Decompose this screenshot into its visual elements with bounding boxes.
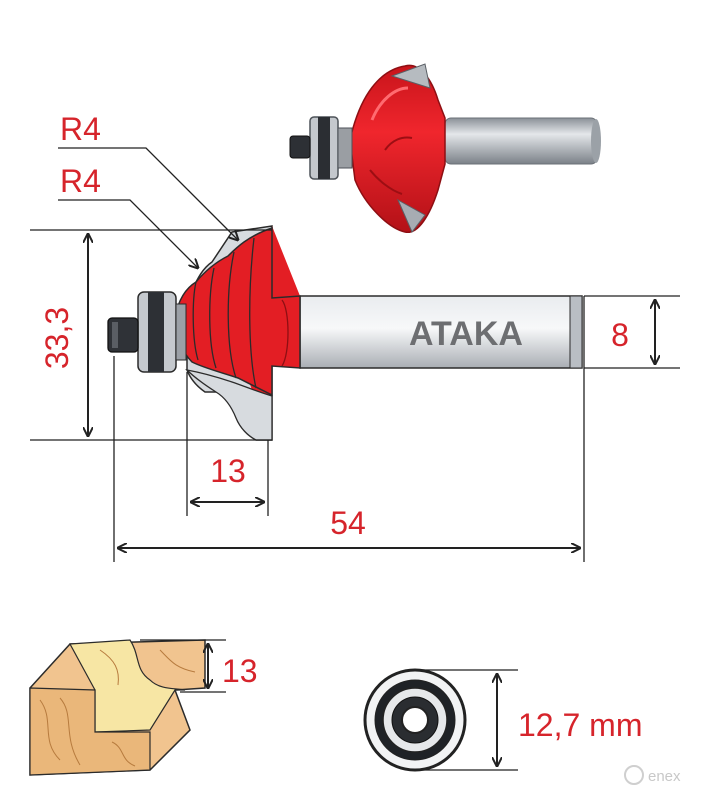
cutter-body — [174, 226, 301, 397]
dim-cut-width: 13 — [210, 453, 246, 489]
profile-depth-dimension — [140, 639, 226, 693]
router-bit-photo — [289, 63, 601, 233]
bearing-icon — [363, 668, 467, 772]
dim-bearing: 12,7 mm — [518, 707, 642, 743]
dim-shank: 8 — [611, 317, 629, 353]
dim-radius-upper: R4 — [60, 111, 101, 147]
watermark-text: enex — [648, 768, 681, 785]
bearing-dimension — [415, 669, 518, 771]
dimension-lines — [30, 147, 680, 562]
dim-radius-lower: R4 — [60, 163, 101, 199]
watermark: enex — [624, 765, 681, 785]
shank — [299, 295, 583, 369]
wood-profile-sample — [29, 639, 206, 776]
dim-profile-depth: 13 — [222, 653, 258, 689]
router-bit-drawing: ATAKA — [107, 225, 583, 441]
brand-label: ATAKA — [409, 315, 523, 353]
dim-overall-length: 54 — [330, 505, 366, 541]
dim-height: 33,3 — [39, 307, 75, 369]
